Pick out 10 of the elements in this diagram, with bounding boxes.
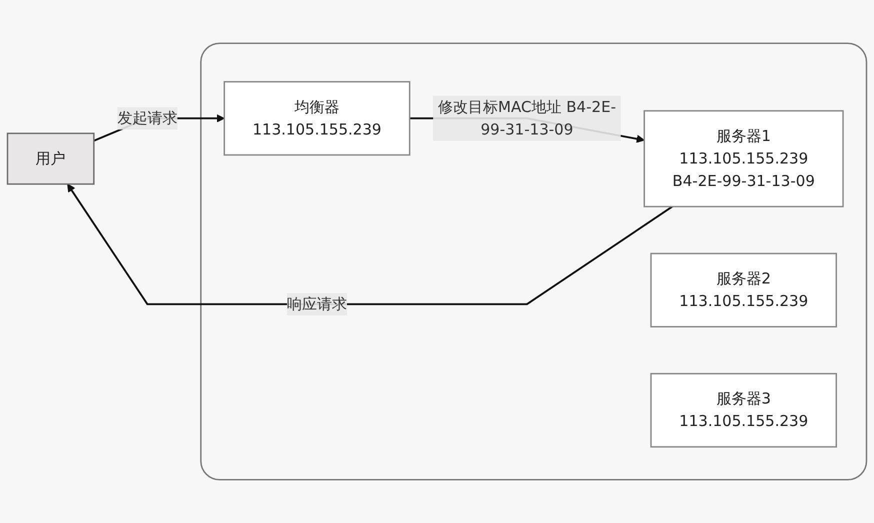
arrow [67,184,673,306]
node-box: 服务器2 113.105.155.239 [650,252,837,328]
node-box: 服务器3 113.105.155.239 [650,372,837,448]
edge-label: 响应请求 [286,294,348,313]
node-box: 均衡器 113.105.155.239 [224,81,410,156]
edge-label: 发起请求 [117,108,178,127]
cluster [200,42,868,480]
edge-label: 修改目标MAC地址 B4-2E-99-31-13-09 [438,98,616,138]
node-box: 用户 [6,132,95,185]
node-box: 服务器1 113.105.155.239 B4-2E-99-31-13-09 [644,110,844,208]
